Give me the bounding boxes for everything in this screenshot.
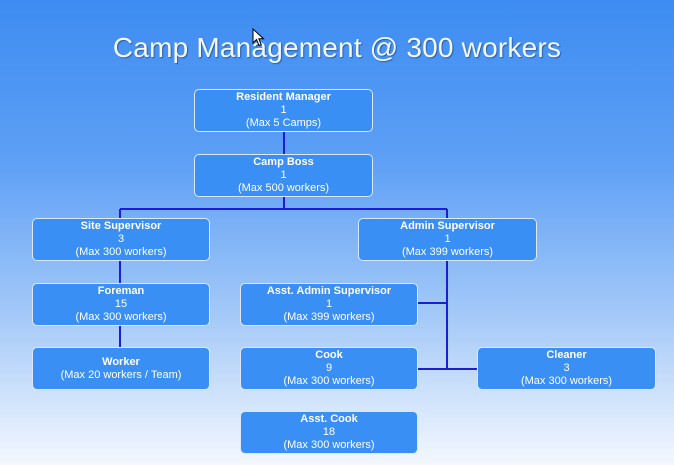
node-max: (Max 300 workers) [75, 311, 167, 323]
node-count: 3 [117, 233, 125, 245]
node-max: (Max 500 workers) [237, 182, 330, 194]
node-admin-supervisor[interactable]: Admin Supervisor 1 (Max 399 workers) [358, 218, 537, 261]
node-max: (Max 300 workers) [283, 439, 375, 451]
node-count: 3 [563, 362, 570, 374]
node-max: (Max 300 workers) [520, 375, 613, 387]
node-max: (Max 300 workers) [75, 246, 167, 258]
mouse-pointer-icon [252, 28, 265, 47]
node-max: (Max 399 workers) [401, 246, 494, 258]
node-asst-cook[interactable]: Asst. Cook 18 (Max 300 workers) [240, 411, 418, 454]
node-count: 1 [325, 298, 333, 310]
node-max: (Max 20 workers / Team) [60, 368, 182, 381]
node-name: Asst. Admin Supervisor [266, 285, 392, 297]
node-name: Resident Manager [236, 91, 331, 103]
chart-title: Camp Management @ 300 workers [112, 32, 562, 63]
node-foreman[interactable]: Foreman 15 (Max 300 workers) [32, 283, 210, 326]
node-resident-manager[interactable]: Resident Manager 1 (Max 5 Camps) [194, 89, 373, 132]
node-name: Asst. Cook [300, 413, 358, 425]
node-cook[interactable]: Cook 9 (Max 300 workers) [240, 347, 418, 390]
node-count: 15 [114, 298, 128, 310]
node-name: Foreman [97, 285, 145, 297]
node-name: Cleaner [546, 349, 587, 361]
node-max: (Max 300 workers) [283, 375, 375, 387]
node-name: Cook [315, 349, 343, 361]
node-name: Admin Supervisor [400, 220, 495, 232]
node-cleaner[interactable]: Cleaner 3 (Max 300 workers) [477, 347, 656, 390]
node-asst-admin-supervisor[interactable]: Asst. Admin Supervisor 1 (Max 399 worker… [240, 283, 418, 326]
node-name: Worker [102, 355, 140, 368]
node-count: 1 [444, 233, 451, 245]
node-worker[interactable]: Worker (Max 20 workers / Team) [32, 347, 210, 390]
node-camp-boss[interactable]: Camp Boss 1 (Max 500 workers) [194, 154, 373, 197]
node-name: Camp Boss [253, 156, 314, 168]
node-max: (Max 399 workers) [283, 311, 375, 323]
node-count: 1 [280, 104, 287, 116]
node-count: 18 [322, 426, 336, 438]
node-site-supervisor[interactable]: Site Supervisor 3 (Max 300 workers) [32, 218, 210, 261]
node-name: Site Supervisor [80, 220, 162, 232]
node-count: 1 [280, 169, 287, 181]
node-max: (Max 5 Camps) [245, 117, 322, 129]
node-count: 9 [325, 362, 333, 374]
